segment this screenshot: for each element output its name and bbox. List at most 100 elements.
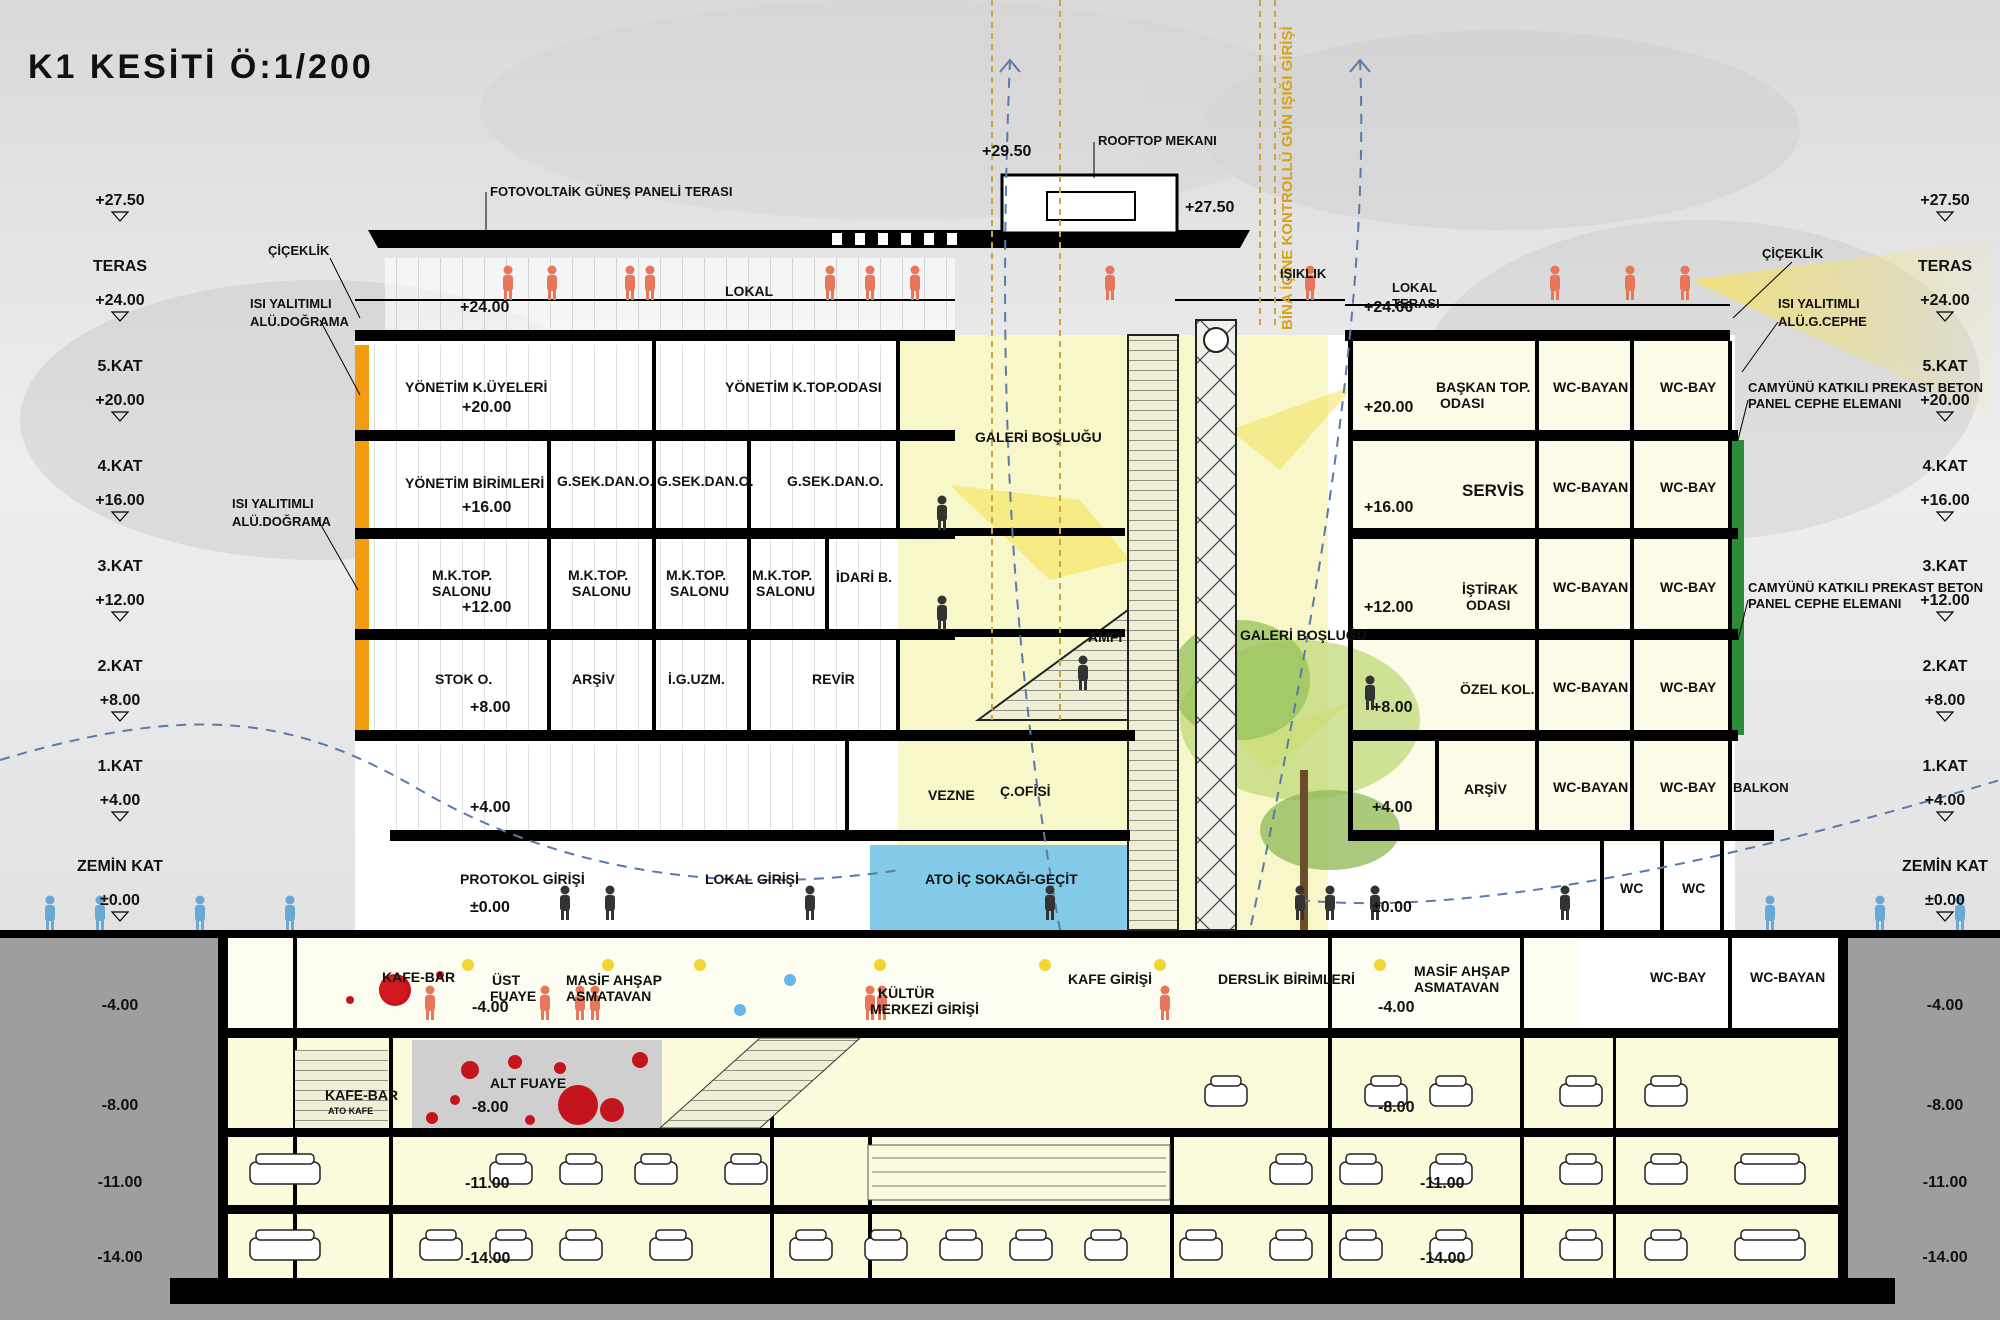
person-leg bbox=[561, 910, 564, 920]
ceiling-lights bbox=[462, 959, 1386, 1016]
level-value: +8.00 bbox=[1925, 692, 1966, 709]
person-leg bbox=[1766, 920, 1769, 930]
inner-level-m11-a: -11.00 bbox=[465, 1175, 510, 1192]
room-masif-1: MASİF AHŞAP bbox=[566, 972, 662, 988]
car-roof bbox=[870, 1229, 902, 1241]
central-stair bbox=[1127, 334, 1179, 931]
person-leg bbox=[831, 290, 834, 300]
level-name: TERAS bbox=[1918, 258, 1973, 275]
car-roof bbox=[945, 1229, 977, 1241]
person-leg bbox=[1161, 1010, 1164, 1020]
level-name: 3.KAT bbox=[97, 558, 142, 575]
car-roof bbox=[795, 1229, 827, 1241]
person-body bbox=[425, 995, 435, 1011]
basement-wall-right bbox=[1838, 938, 1848, 1278]
room-lokal-girisi: LOKAL GİRİŞİ bbox=[705, 871, 799, 887]
car bbox=[419, 1237, 463, 1261]
person-body bbox=[877, 995, 887, 1011]
elevator-tower bbox=[1195, 319, 1237, 931]
inner-level-16-a: +16.00 bbox=[462, 499, 511, 516]
person-leg bbox=[541, 1010, 544, 1020]
car-roof bbox=[565, 1153, 597, 1165]
daylight-beams bbox=[950, 240, 1995, 770]
level-value: +20.00 bbox=[1920, 392, 1969, 409]
right-facade-green bbox=[1730, 440, 1744, 735]
person-leg bbox=[943, 620, 946, 630]
car-roof bbox=[565, 1229, 597, 1241]
room-b1-wc-bay: WC-BAY bbox=[1650, 969, 1707, 985]
inner-level-20-b: +20.00 bbox=[1364, 399, 1413, 416]
person-head bbox=[1625, 265, 1635, 275]
person-head bbox=[1550, 265, 1560, 275]
inner-level-m4-b: -4.00 bbox=[1378, 999, 1415, 1016]
first-floor-mullions bbox=[390, 745, 840, 835]
level-value: +16.00 bbox=[1920, 492, 1969, 509]
room-idari: İDARİ B. bbox=[836, 569, 892, 585]
room-istirak-1: İŞTİRAK bbox=[1462, 581, 1518, 597]
room-baskan-1: BAŞKAN TOP. bbox=[1436, 379, 1530, 395]
level-value: +4.00 bbox=[1925, 792, 1966, 809]
wc-bayan-label: WC-BAYAN bbox=[1553, 779, 1628, 795]
slab-b2 bbox=[225, 1128, 1845, 1137]
ramp-lines bbox=[872, 1157, 1166, 1187]
person-head bbox=[195, 895, 205, 905]
person-leg bbox=[866, 290, 869, 300]
level-name: ZEMİN KAT bbox=[77, 857, 163, 875]
car-roof bbox=[1370, 1075, 1402, 1087]
person-leg bbox=[1881, 920, 1884, 930]
person-leg bbox=[566, 910, 569, 920]
car bbox=[1644, 1083, 1688, 1107]
level-value: +12.00 bbox=[1920, 592, 1969, 609]
car bbox=[1644, 1161, 1688, 1185]
level-triangle bbox=[110, 611, 130, 622]
room-ig-uzm: İ.G.UZM. bbox=[668, 671, 725, 687]
room-mk-top-1a: M.K.TOP. bbox=[432, 567, 492, 583]
basement-wc-block bbox=[1580, 938, 1845, 1030]
person-leg bbox=[1301, 910, 1304, 920]
person-head bbox=[865, 265, 875, 275]
person-leg bbox=[1051, 910, 1054, 920]
car-roof bbox=[730, 1153, 762, 1165]
partition-walls bbox=[547, 341, 1732, 930]
room-revir: REVİR bbox=[812, 671, 855, 687]
person-leg bbox=[611, 910, 614, 920]
person-head bbox=[1765, 895, 1775, 905]
person-leg bbox=[548, 290, 551, 300]
person-leg bbox=[916, 290, 919, 300]
person-body bbox=[865, 275, 875, 291]
room-gsek-1: G.SEK.DAN.O. bbox=[557, 473, 653, 489]
person-body bbox=[910, 275, 920, 291]
room-yonetim-top: YÖNETİM K.TOP.ODASI bbox=[725, 379, 882, 395]
room-mk-top-2b: SALONU bbox=[572, 583, 631, 599]
person-body bbox=[45, 905, 55, 921]
level-triangle bbox=[110, 311, 130, 322]
car-roof bbox=[1345, 1229, 1377, 1241]
person-leg bbox=[581, 1010, 584, 1020]
camyunu-1b: PANEL CEPHE ELEMANI bbox=[1748, 396, 1901, 411]
person-head bbox=[1078, 655, 1088, 665]
level-triangle bbox=[1935, 611, 1955, 622]
car-roof bbox=[1435, 1153, 1467, 1165]
room-masif-2: ASMATAVAN bbox=[566, 988, 651, 1004]
level-value: ±0.00 bbox=[1925, 892, 1965, 909]
person-leg bbox=[1556, 290, 1559, 300]
isi-left-2: ISI YALITIMLI bbox=[232, 496, 314, 511]
person-head bbox=[1305, 265, 1315, 275]
camyunu-2b: PANEL CEPHE ELEMANI bbox=[1748, 596, 1901, 611]
camyunu-2: CAMYÜNÜ KATKILI PREKAST BETON bbox=[1748, 580, 1983, 595]
person-leg bbox=[1376, 910, 1379, 920]
car-roof bbox=[495, 1153, 527, 1165]
person-head bbox=[45, 895, 55, 905]
inner-level-4-a: +4.00 bbox=[470, 799, 511, 816]
person-head bbox=[547, 265, 557, 275]
level-triangle bbox=[1935, 811, 1955, 822]
inner-level-4-b: +4.00 bbox=[1372, 799, 1413, 816]
room-mk-top-2a: M.K.TOP. bbox=[568, 567, 628, 583]
car-roof bbox=[1435, 1229, 1467, 1241]
car bbox=[1009, 1237, 1053, 1261]
basement-level: -4.00 bbox=[1927, 997, 1964, 1014]
person-body bbox=[1325, 895, 1335, 911]
basement-level: -11.00 bbox=[1923, 1174, 1968, 1191]
isi-left-2b: ALÜ.DOĞRAMA bbox=[232, 514, 332, 529]
room-mk-top-1b: SALONU bbox=[432, 583, 491, 599]
